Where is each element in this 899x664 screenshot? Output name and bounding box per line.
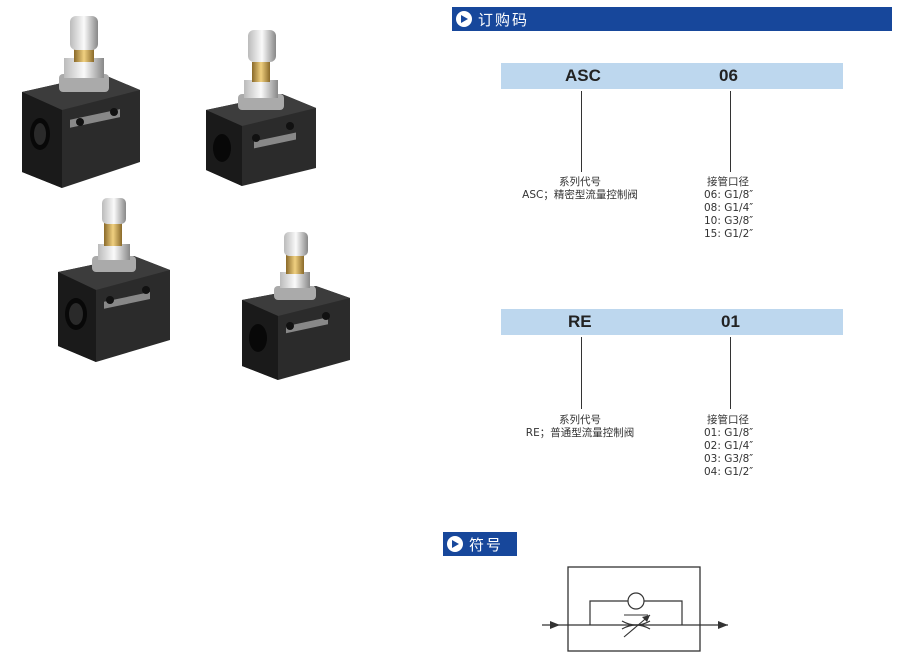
port-label: 接管口径 — [707, 414, 749, 426]
arrow-right-icon — [447, 536, 463, 552]
series-note: 系列代号 ASC；精密型流量控制阀 — [510, 176, 650, 202]
port-option: 04: G1/2″ — [704, 466, 754, 478]
port-leader-line — [730, 91, 731, 172]
order-code-header: 订购码 — [452, 7, 892, 31]
series-label: 系列代号 — [559, 414, 601, 426]
port-option: 06: G1/8″ — [704, 189, 754, 201]
series-code: RE — [568, 312, 592, 331]
symbol-header: 符号 — [443, 532, 517, 556]
port-option: 02: G1/4″ — [704, 440, 754, 452]
series-desc: RE；普通型流量控制阀 — [525, 427, 635, 439]
product-photo-2 — [204, 28, 318, 188]
series-leader-line — [581, 91, 582, 172]
code-bar-asc: ASC 06 — [501, 63, 843, 89]
port-leader-line — [730, 337, 731, 409]
series-desc: ASC；精密型流量控制阀 — [522, 189, 638, 201]
port-label: 接管口径 — [707, 176, 749, 188]
code-bar-re: RE 01 — [501, 309, 843, 335]
port-code: 01 — [721, 312, 740, 331]
flow-control-symbol — [538, 565, 738, 659]
product-photo-3 — [56, 196, 172, 364]
port-option: 01: G1/8″ — [704, 427, 754, 439]
port-option: 03: G3/8″ — [704, 453, 754, 465]
port-note: 接管口径 01: G1/8″ 02: G1/4″ 03: G3/8″ 04: G… — [704, 414, 753, 479]
port-option: 08: G1/4″ — [704, 202, 754, 214]
port-code: 06 — [719, 66, 738, 85]
series-label: 系列代号 — [559, 176, 601, 188]
product-photo-1 — [22, 12, 144, 190]
port-option: 10: G3/8″ — [704, 215, 754, 227]
port-option: 15: G1/2″ — [704, 228, 754, 240]
port-note: 接管口径 06: G1/8″ 08: G1/4″ 10: G3/8″ 15: G… — [704, 176, 753, 241]
symbol-title: 符号 — [469, 535, 504, 554]
series-note: 系列代号 RE；普通型流量控制阀 — [510, 414, 650, 440]
series-code: ASC — [565, 66, 601, 85]
order-code-title: 订购码 — [478, 10, 530, 29]
product-photo-4 — [240, 228, 352, 382]
series-leader-line — [581, 337, 582, 409]
arrow-right-icon — [456, 11, 472, 27]
